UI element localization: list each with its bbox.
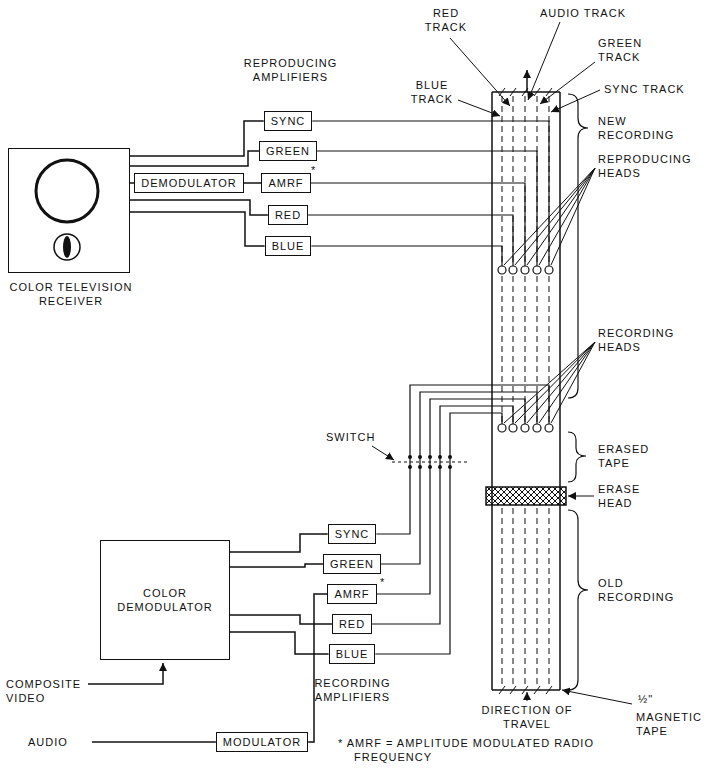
- footnote-mark: *: [311, 163, 323, 177]
- amplifier-box: AMRF: [261, 173, 310, 193]
- head-wire: [376, 385, 549, 534]
- region-label: ERASED TAPE: [598, 442, 668, 470]
- leader-line: [372, 22, 632, 704]
- head-wire: [311, 246, 502, 266]
- audio-input-line: [92, 741, 216, 743]
- travel-arrow: [526, 70, 528, 92]
- node-text: RED: [275, 208, 301, 222]
- node-text: BLUE: [272, 239, 305, 253]
- bracket: [568, 94, 588, 690]
- head-wire: [381, 392, 537, 564]
- region-label: OLD RECORDING: [598, 576, 702, 604]
- node-text: SYNC: [335, 527, 370, 541]
- track-label: AUDIO TRACK: [540, 6, 650, 20]
- amplifier-box: SYNC: [328, 524, 377, 544]
- signal-wire: [230, 534, 328, 552]
- signal-wire: [244, 182, 262, 184]
- control-knob: [54, 234, 80, 260]
- node-text: COLOR TELEVISION RECEIVER: [5, 280, 137, 308]
- modulator-box: MODULATOR: [216, 732, 308, 752]
- amplifier-box: SYNC: [264, 111, 313, 131]
- head-wire: [377, 399, 525, 594]
- head-wire: [311, 183, 525, 266]
- footnote-mark: *: [380, 575, 392, 589]
- head-wire: [372, 406, 513, 624]
- amplifier-box: AMRF: [327, 584, 376, 604]
- amplifier-box: RED: [332, 614, 372, 634]
- dimension-label: ½": [638, 692, 678, 706]
- demodulator-box: DEMODULATOR: [134, 173, 244, 193]
- node-text: GREEN: [266, 144, 310, 158]
- signal-wire: [130, 212, 265, 246]
- track-label: GREEN TRACK: [598, 36, 658, 64]
- node-text: BLUE: [336, 647, 369, 661]
- amplifier-box: GREEN: [323, 554, 381, 574]
- head-wire: [317, 151, 537, 266]
- node-text: RED: [339, 617, 365, 631]
- switch: [392, 455, 470, 469]
- signal-wire: [130, 121, 264, 156]
- demodulator-box: COLOR DEMODULATOR: [100, 540, 230, 660]
- group-label: RECORDING AMPLIFIERS: [300, 676, 405, 704]
- head-wire: [308, 215, 513, 266]
- amplifier-box: GREEN: [259, 141, 317, 161]
- amplifier-box: BLUE: [329, 644, 376, 664]
- picture-tube: [36, 160, 98, 222]
- track-label: BLUE TRACK: [404, 78, 460, 106]
- node-text: AMRF: [334, 587, 369, 601]
- footnote: * AMRF = AMPLITUDE MODULATED RADIO FREQU…: [338, 736, 620, 764]
- television-receiver: COLOR TELEVISION RECEIVER: [8, 148, 130, 273]
- node-text: GREEN: [330, 557, 374, 571]
- amplifier-box: RED: [268, 205, 308, 225]
- reproducing-head: [498, 266, 553, 274]
- node-text: DEMODULATOR: [141, 176, 237, 190]
- node-text: SYNC: [271, 114, 306, 128]
- travel-arrow: [527, 692, 528, 701]
- signal-label: AUDIO: [28, 735, 88, 749]
- knob-grip: [63, 236, 71, 258]
- part-label: ERASE HEAD: [598, 482, 658, 510]
- direction-label: DIRECTION OF TRAVEL: [478, 703, 576, 731]
- track-label: SYNC TRACK: [604, 82, 714, 96]
- signal-wire: [308, 594, 327, 742]
- video-input-line: [88, 663, 163, 684]
- part-label: REPRODUCING HEADS: [598, 152, 702, 180]
- signal-wire: [230, 564, 323, 567]
- part-label: SWITCH: [326, 430, 390, 444]
- part-label: RECORDING HEADS: [598, 326, 702, 354]
- node-text: AMRF: [268, 176, 303, 190]
- erase-head: [486, 487, 566, 505]
- node-text: MODULATOR: [223, 735, 301, 749]
- receiver-drawing: [9, 149, 128, 271]
- track-label: RED TRACK: [418, 6, 474, 34]
- signal-wire: [230, 615, 332, 624]
- signal-label: COMPOSITE VIDEO: [6, 677, 90, 705]
- part-label: MAGNETIC TAPE: [636, 710, 714, 738]
- tape-cut-marks: [499, 88, 552, 694]
- group-label: REPRODUCING AMPLIFIERS: [228, 56, 353, 84]
- region-label: NEW RECORDING: [598, 114, 690, 142]
- tape-edge: [491, 92, 493, 690]
- signal-wire: [130, 151, 259, 166]
- head-wire: [375, 413, 502, 654]
- amplifier-box: BLUE: [265, 236, 312, 256]
- node-text: COLOR DEMODULATOR: [107, 586, 223, 614]
- recording-head: [498, 424, 553, 432]
